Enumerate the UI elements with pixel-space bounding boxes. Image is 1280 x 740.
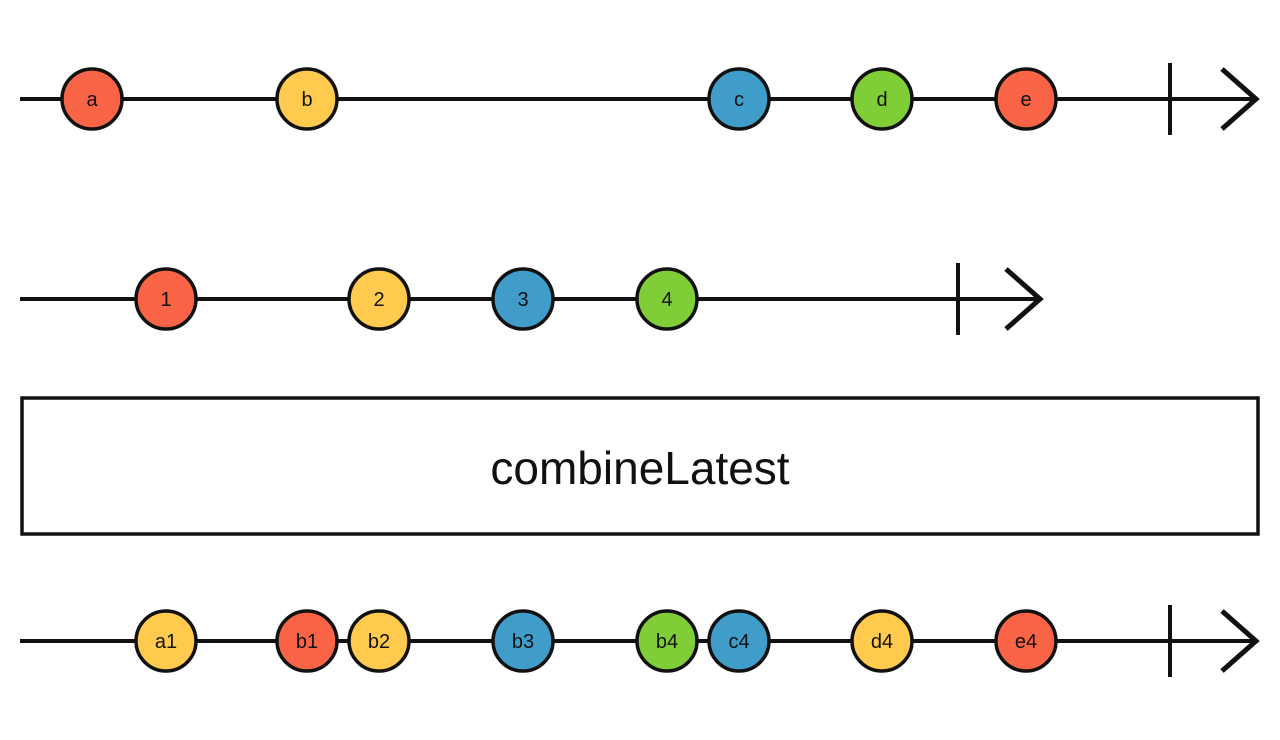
marble-b3[interactable]: b3 bbox=[491, 609, 555, 673]
marble-circle-c4[interactable] bbox=[707, 609, 771, 673]
marble-c4[interactable]: c4 bbox=[707, 609, 771, 673]
marble-label-d4: d4 bbox=[871, 631, 893, 653]
operator-name-label: combineLatest bbox=[490, 442, 789, 494]
source-stream-numbers-arrow-icon bbox=[1004, 267, 1044, 331]
marble-circle-b2[interactable] bbox=[347, 609, 411, 673]
marble-circle-a[interactable] bbox=[60, 67, 124, 131]
marble-label-b3: b3 bbox=[512, 631, 534, 653]
marble-circle-b4[interactable] bbox=[635, 609, 699, 673]
marble-circle-4[interactable] bbox=[635, 267, 699, 331]
marble-4[interactable]: 4 bbox=[635, 267, 699, 331]
marble-label-e4: e4 bbox=[1015, 631, 1037, 653]
marble-b[interactable]: b bbox=[275, 67, 339, 131]
marble-label-b1: b1 bbox=[296, 631, 318, 653]
marble-label-1: 1 bbox=[160, 289, 171, 311]
marble-b1[interactable]: b1 bbox=[275, 609, 339, 673]
marble-label-2: 2 bbox=[373, 289, 384, 311]
source-stream-letters-arrow-icon bbox=[1220, 67, 1260, 131]
marble-circle-d[interactable] bbox=[850, 67, 914, 131]
marble-e4[interactable]: e4 bbox=[994, 609, 1058, 673]
marble-circle-2[interactable] bbox=[347, 267, 411, 331]
marble-a1[interactable]: a1 bbox=[134, 609, 198, 673]
marble-a[interactable]: a bbox=[60, 67, 124, 131]
marble-c[interactable]: c bbox=[707, 67, 771, 131]
marble-circle-1[interactable] bbox=[134, 267, 198, 331]
marble-circle-b[interactable] bbox=[275, 67, 339, 131]
result-stream-arrow-icon bbox=[1220, 609, 1260, 673]
operator-box: combineLatest bbox=[20, 396, 1260, 536]
marble-circle-b3[interactable] bbox=[491, 609, 555, 673]
marble-e[interactable]: e bbox=[994, 67, 1058, 131]
marble-label-3: 3 bbox=[517, 289, 528, 311]
marble-circle-c[interactable] bbox=[707, 67, 771, 131]
marble-circle-b1[interactable] bbox=[275, 609, 339, 673]
operator-box-rect bbox=[20, 396, 1260, 536]
marble-label-b: b bbox=[301, 89, 312, 111]
marble-2[interactable]: 2 bbox=[347, 267, 411, 331]
marble-3[interactable]: 3 bbox=[491, 267, 555, 331]
marble-label-a: a bbox=[86, 89, 98, 111]
marble-label-d: d bbox=[876, 89, 887, 111]
marble-label-b2: b2 bbox=[368, 631, 390, 653]
operator-layer: combineLatest bbox=[20, 396, 1260, 536]
marble-label-a1: a1 bbox=[155, 631, 177, 653]
marble-circle-3[interactable] bbox=[491, 267, 555, 331]
marble-1[interactable]: 1 bbox=[134, 267, 198, 331]
marble-label-b4: b4 bbox=[656, 631, 678, 653]
streams-layer: a b c d e 1 2 3 4 a1 b1 b2 b3 b4 c4 d4 e4 bbox=[20, 63, 1260, 677]
marble-circle-a1[interactable] bbox=[134, 609, 198, 673]
marble-b4[interactable]: b4 bbox=[635, 609, 699, 673]
marble-circle-e[interactable] bbox=[994, 67, 1058, 131]
source-stream-numbers: 1 2 3 4 bbox=[20, 263, 1044, 335]
marble-label-4: 4 bbox=[661, 289, 672, 311]
marble-d[interactable]: d bbox=[850, 67, 914, 131]
marble-d4[interactable]: d4 bbox=[850, 609, 914, 673]
marble-label-c: c bbox=[734, 89, 744, 111]
marble-label-c4: c4 bbox=[728, 631, 749, 653]
marble-b2[interactable]: b2 bbox=[347, 609, 411, 673]
marble-circle-e4[interactable] bbox=[994, 609, 1058, 673]
source-stream-letters: a b c d e bbox=[20, 63, 1260, 135]
result-stream: a1 b1 b2 b3 b4 c4 d4 e4 bbox=[20, 605, 1260, 677]
marble-label-e: e bbox=[1020, 89, 1031, 111]
marble-circle-d4[interactable] bbox=[850, 609, 914, 673]
